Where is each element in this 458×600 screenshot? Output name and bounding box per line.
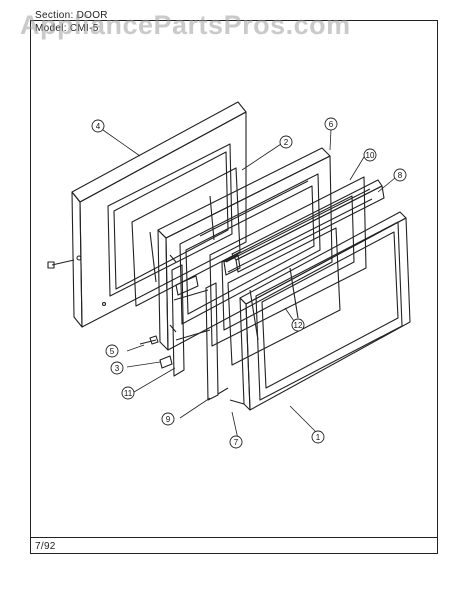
svg-text:5: 5 (110, 347, 115, 356)
callout-12: 12 (291, 318, 305, 332)
callout-9: 9 (161, 412, 175, 426)
svg-text:9: 9 (166, 415, 171, 424)
svg-text:11: 11 (124, 389, 133, 398)
svg-text:8: 8 (398, 171, 403, 180)
watermark: AppliancePartsPros.com (20, 10, 351, 40)
svg-text:1: 1 (316, 433, 321, 442)
svg-text:12: 12 (294, 321, 303, 330)
callout-11: 11 (121, 386, 135, 400)
callout-10: 10 (363, 148, 377, 162)
callout-3: 3 (110, 361, 124, 375)
outer-door-panel (47, 101, 247, 328)
door-liner (209, 176, 373, 347)
callout-7: 7 (229, 435, 243, 449)
callout-8: 8 (393, 168, 407, 182)
inner-glass (227, 227, 341, 366)
callouts: 4 2 6 10 8 12 5 3 11 9 7 1 (91, 117, 407, 449)
svg-text:6: 6 (329, 120, 334, 129)
svg-text:3: 3 (115, 364, 120, 373)
callout-4: 4 (91, 119, 105, 133)
callout-1: 1 (311, 430, 325, 444)
door-trim-frame (217, 211, 411, 411)
channel-strip (231, 179, 385, 273)
svg-text:2: 2 (284, 138, 289, 147)
diagram-frame (30, 20, 438, 554)
callout-2: 2 (279, 135, 293, 149)
footer-divider (30, 537, 438, 538)
callout-5: 5 (105, 344, 119, 358)
clip (159, 355, 173, 369)
callout-6: 6 (324, 117, 338, 131)
inner-door-frame (157, 147, 333, 351)
hinge-bracket (171, 264, 219, 401)
section-label: Section: DOOR (35, 10, 108, 21)
model-label: Model: CMI-5 (35, 23, 99, 34)
outer-glass (131, 167, 241, 307)
svg-text:10: 10 (366, 151, 375, 160)
page-code: 7/92 (35, 541, 56, 552)
svg-text:7: 7 (234, 438, 239, 447)
screw (139, 335, 159, 345)
leader-lines (102, 128, 396, 440)
svg-text:4: 4 (96, 122, 101, 131)
